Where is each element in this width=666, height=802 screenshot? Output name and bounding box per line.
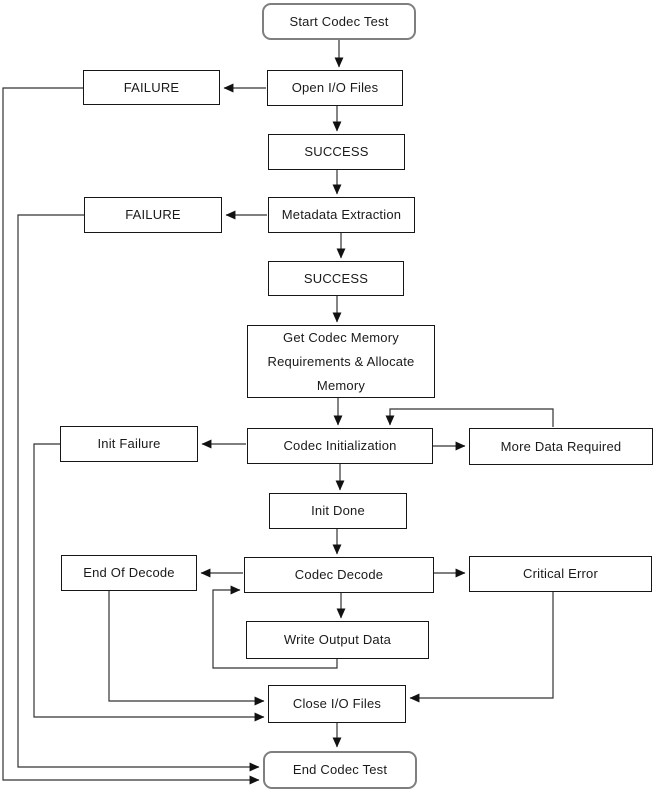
edge-endofdecode-closeio bbox=[108, 591, 265, 706]
node-open-io-files: Open I/O Files bbox=[267, 70, 403, 106]
node-failure-open-io: FAILURE bbox=[83, 70, 220, 105]
node-success-open-io: SUCCESS bbox=[268, 134, 405, 170]
edge-criticalerror-closeio bbox=[409, 592, 554, 703]
edge-writeoutput-codecdecode bbox=[212, 585, 338, 669]
node-metadata-extraction: Metadata Extraction bbox=[268, 197, 415, 233]
node-start-codec-test: Start Codec Test bbox=[262, 3, 416, 40]
node-critical-error: Critical Error bbox=[469, 556, 652, 592]
node-write-output-data: Write Output Data bbox=[246, 621, 429, 659]
edge-initfailure-closeio bbox=[33, 443, 265, 722]
edge-failure2-endtest bbox=[17, 214, 260, 772]
node-codec-decode: Codec Decode bbox=[244, 557, 434, 593]
node-init-failure: Init Failure bbox=[60, 426, 198, 462]
node-more-data-required: More Data Required bbox=[469, 428, 653, 465]
node-end-codec-test: End Codec Test bbox=[263, 751, 417, 789]
node-get-codec-memory: Get Codec Memory Requirements & Allocate… bbox=[247, 325, 435, 398]
node-failure-metadata: FAILURE bbox=[84, 197, 222, 233]
edge-failure1-endtest bbox=[2, 87, 260, 785]
node-success-metadata: SUCCESS bbox=[268, 261, 404, 296]
edge-moredata-codecinit bbox=[385, 408, 554, 427]
node-end-of-decode: End Of Decode bbox=[61, 555, 197, 591]
node-init-done: Init Done bbox=[269, 493, 407, 529]
node-codec-initialization: Codec Initialization bbox=[247, 428, 433, 464]
node-close-io-files: Close I/O Files bbox=[268, 685, 406, 723]
